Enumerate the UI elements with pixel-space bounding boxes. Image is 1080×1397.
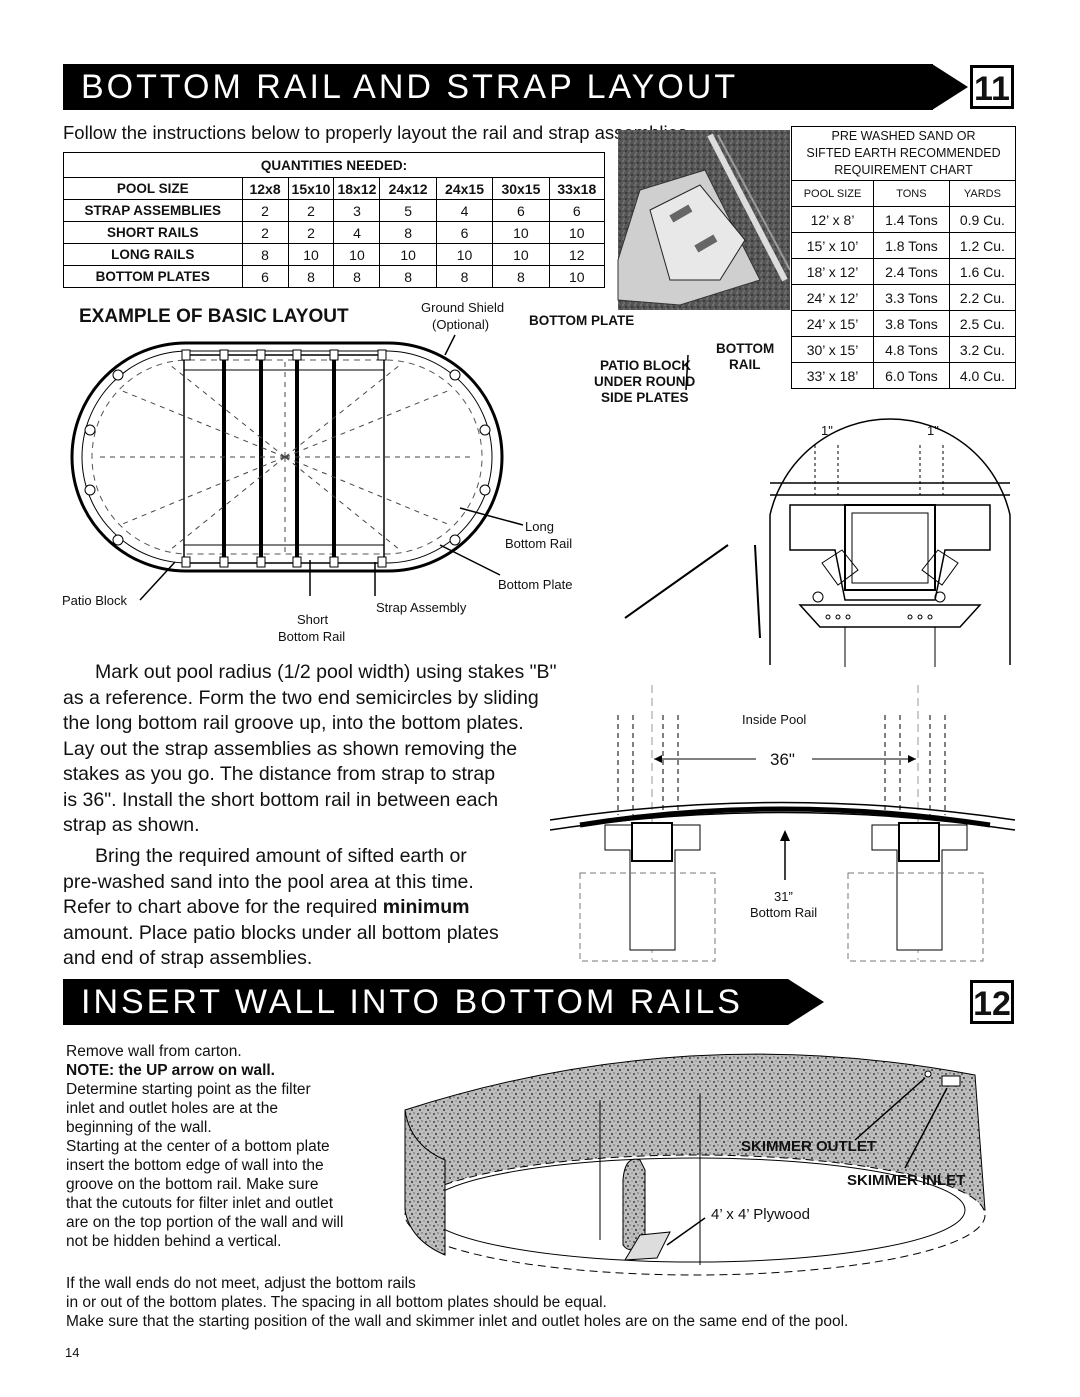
table-row: LONG RAILS 8 10 10 10 10 10 12 [63, 243, 606, 266]
label-patio-block: Patio Block [62, 593, 128, 608]
label-patio1: PATIO BLOCK [600, 358, 691, 373]
quantities-table: QUANTITIES NEEDED: POOL SIZE 12x8 15x10 … [63, 152, 606, 288]
label-skimmer-inlet: SKIMMER INLET [847, 1172, 966, 1189]
label-strap-assembly: Strap Assembly [376, 600, 467, 615]
pool-wall-illustration [404, 1053, 986, 1276]
step12-text-bottom: If the wall ends do not meet, adjust the… [66, 1275, 849, 1330]
strap-detail-diagram [769, 418, 1011, 667]
page-number: 14 [65, 1345, 80, 1360]
label-optional: (Optional) [432, 317, 490, 332]
label-bottom-plate-caps: BOTTOM PLATE [529, 313, 635, 328]
step11-paragraph-1: Mark out pool radius (1/2 pool width) us… [63, 661, 557, 836]
label-bottom-plate: Bottom Plate [498, 577, 573, 592]
label-inside-pool: Inside Pool [742, 712, 807, 727]
step11-title: BOTTOM RAIL AND STRAP LAYOUT [81, 68, 739, 106]
step12-number: 12 [970, 980, 1014, 1024]
step12-banner: INSERT WALL INTO BOTTOM RAILS [63, 979, 788, 1025]
step11-paragraph-2: Bring the required amount of sifted eart… [63, 845, 499, 969]
arrow-line [624, 544, 729, 619]
label-31in: 31” [774, 889, 793, 904]
label-1in-right: 1" [927, 423, 939, 438]
label-short-rail: Bottom Rail [278, 629, 346, 644]
step11-banner: BOTTOM RAIL AND STRAP LAYOUT [63, 64, 933, 110]
label-rail-caps: RAIL [729, 357, 761, 372]
label-ground-shield: Ground Shield [421, 300, 505, 315]
label-bottom-caps: BOTTOM [716, 341, 775, 356]
table-row: BOTTOM PLATES 6 8 8 8 8 8 10 [63, 265, 606, 288]
label-31in-rail: Bottom Rail [750, 905, 818, 920]
label-skimmer-outlet: SKIMMER OUTLET [741, 1138, 876, 1155]
table-row: POOL SIZE TONS YARDS [790, 180, 1017, 207]
step11-number: 11 [970, 65, 1014, 109]
table-row: SHORT RAILS 2 2 4 8 6 10 10 [63, 221, 606, 244]
quantities-heading: QUANTITIES NEEDED: [63, 152, 605, 178]
label-plywood: 4’ x 4’ Plywood [711, 1206, 810, 1223]
example-title: EXAMPLE OF BASIC LAYOUT [79, 306, 349, 327]
label-36in: 36" [770, 750, 795, 769]
note-up-arrow: NOTE: the UP arrow on wall. [66, 1062, 275, 1079]
label-short: Short [297, 612, 329, 627]
pool-layout-diagram [70, 334, 761, 639]
step12-text: Remove wall from carton. NOTE: the UP ar… [66, 1043, 344, 1250]
bottom-plate-photo [617, 130, 790, 310]
step11-intro: Follow the instructions below to properl… [63, 122, 693, 143]
banner-arrow-12 [776, 979, 824, 1025]
minimum-emphasis: minimum [382, 896, 470, 918]
step12-title: INSERT WALL INTO BOTTOM RAILS [81, 983, 743, 1021]
strap-spacing-diagram [550, 685, 1016, 962]
label-long-rail: Bottom Rail [505, 536, 573, 551]
banner-arrow-11 [920, 64, 968, 110]
table-row: POOL SIZE 12x8 15x10 18x12 24x12 24x15 3… [63, 177, 606, 200]
label-1in-left: 1" [821, 423, 833, 438]
label-patio2: UNDER ROUND [594, 374, 696, 389]
table-row: STRAP ASSEMBLIES 2 2 3 5 4 6 6 [63, 199, 606, 222]
sand-chart: PRE WASHED SAND OR SIFTED EARTH RECOMMEN… [790, 126, 1017, 389]
label-patio3: SIDE PLATES [601, 390, 689, 405]
label-long: Long [525, 519, 554, 534]
